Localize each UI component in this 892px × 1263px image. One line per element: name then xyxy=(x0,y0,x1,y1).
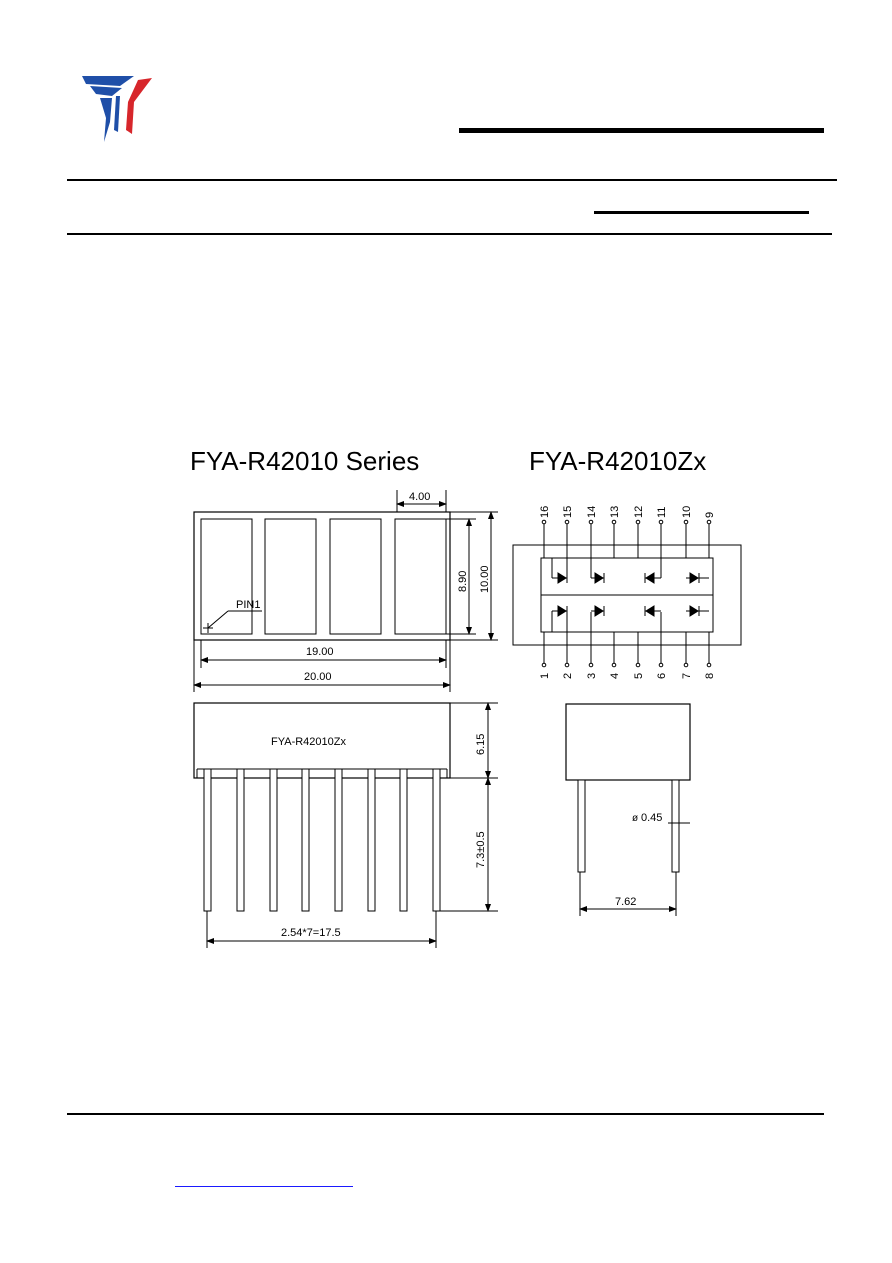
dim-row-spacing: 7.62 xyxy=(615,896,636,908)
series-title: FYA-R42010 Series xyxy=(190,446,420,476)
dim-width-inner: 19.00 xyxy=(306,646,334,658)
header-bar-thick xyxy=(459,128,824,133)
pin-label-bottom: 1 xyxy=(539,673,551,679)
pin-label-bottom: 8 xyxy=(704,673,716,679)
pin-label-top: 16 xyxy=(539,506,551,518)
pin-label-top: 14 xyxy=(586,506,598,518)
pin-label-top: 12 xyxy=(633,506,645,518)
pin-label-bottom: 4 xyxy=(609,673,621,679)
dim-digit-width: 4.00 xyxy=(409,491,430,503)
pin-label-bottom: 3 xyxy=(586,673,598,679)
company-logo xyxy=(82,76,152,142)
pin-label-bottom: 2 xyxy=(562,673,574,679)
pin-label-top: 13 xyxy=(609,506,621,518)
side-view xyxy=(193,702,498,948)
dim-height-outer: 10.00 xyxy=(479,565,491,593)
header-rule-top xyxy=(67,179,837,181)
part-number-title: FYA-R42010Zx xyxy=(529,446,707,476)
header-rule-bottom xyxy=(67,233,832,235)
header-bar-short xyxy=(594,211,809,214)
dim-width-outer: 20.00 xyxy=(304,671,332,683)
pin-label-bottom: 6 xyxy=(656,673,668,679)
pin1-label: PIN1 xyxy=(236,599,260,611)
pin-schematic xyxy=(512,519,742,668)
dim-height-inner: 8.90 xyxy=(457,571,469,592)
pin-label-top: 15 xyxy=(562,506,574,518)
footer-website-link[interactable] xyxy=(175,1168,353,1187)
dim-body-height: 6.15 xyxy=(475,734,487,755)
footer-rule xyxy=(67,1113,824,1115)
body-label: FYA-R42010Zx xyxy=(271,736,346,748)
dim-pin-diameter: 0.45 xyxy=(641,812,662,824)
dim-pin-pitch: 2.54*7=17.5 xyxy=(281,927,341,939)
pin-label-top: 11 xyxy=(656,507,668,518)
pin-label-top: 9 xyxy=(704,512,716,518)
front-view xyxy=(193,490,498,692)
end-view xyxy=(565,703,691,916)
dim-pin-length: 7.3±0.5 xyxy=(475,831,487,868)
pin-label-bottom: 5 xyxy=(633,673,645,679)
pin-label-bottom: 7 xyxy=(681,673,693,679)
pin-label-top: 10 xyxy=(681,506,693,518)
diameter-symbol: ø xyxy=(632,813,638,824)
